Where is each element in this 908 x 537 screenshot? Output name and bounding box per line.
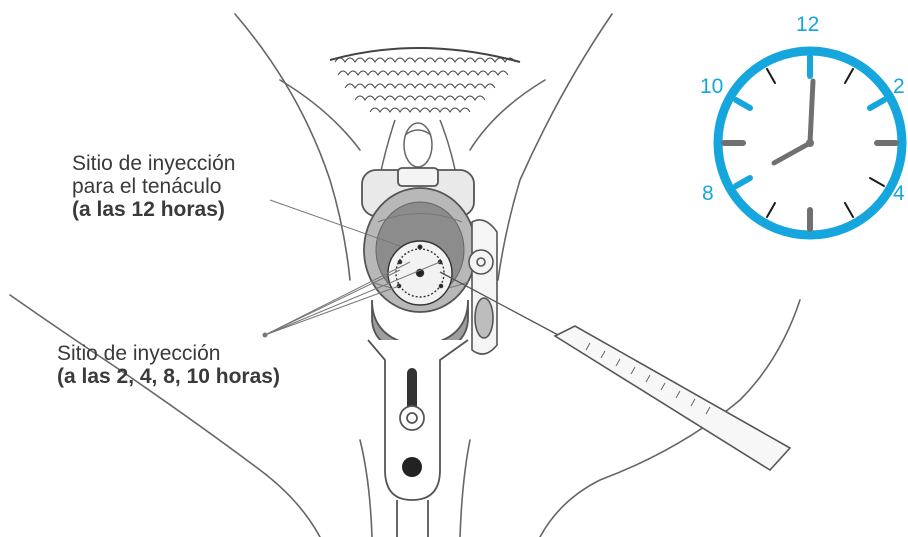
clock-number-4: 4	[893, 183, 905, 205]
speculum-handle	[368, 340, 468, 537]
clock-number-2: 2	[893, 76, 905, 98]
left-thigh-outline	[235, 14, 350, 280]
gluteal-fold-right	[460, 440, 470, 537]
injection-sites-label: Sitio de inyección (a las 2, 4, 8, 10 ho…	[57, 342, 280, 388]
pubic-hair	[330, 48, 520, 112]
tenaculum-label-line1: Sitio de inyección	[72, 152, 235, 175]
clock-number-10: 10	[700, 76, 723, 98]
injection-label-line1: Sitio de inyección	[57, 342, 280, 365]
gluteal-fold-left	[360, 440, 372, 537]
clock-number-12: 12	[796, 14, 819, 36]
right-leg-crease	[470, 80, 545, 150]
left-leg-crease	[280, 80, 360, 150]
right-thigh-outline	[498, 14, 612, 280]
tenaculum-label-line2: para el tenáculo	[72, 175, 235, 198]
tenaculum-label-line3: (a las 12 horas)	[72, 198, 235, 221]
speculum-side-screw	[469, 220, 497, 354]
clock	[718, 51, 902, 235]
clock-number-8: 8	[702, 183, 714, 205]
tenaculum-site-label: Sitio de inyección para el tenáculo (a l…	[72, 152, 235, 221]
clock-minute-hand	[810, 81, 813, 143]
clock-center	[806, 139, 814, 147]
injection-label-line2: (a las 2, 4, 8, 10 horas)	[57, 365, 280, 388]
